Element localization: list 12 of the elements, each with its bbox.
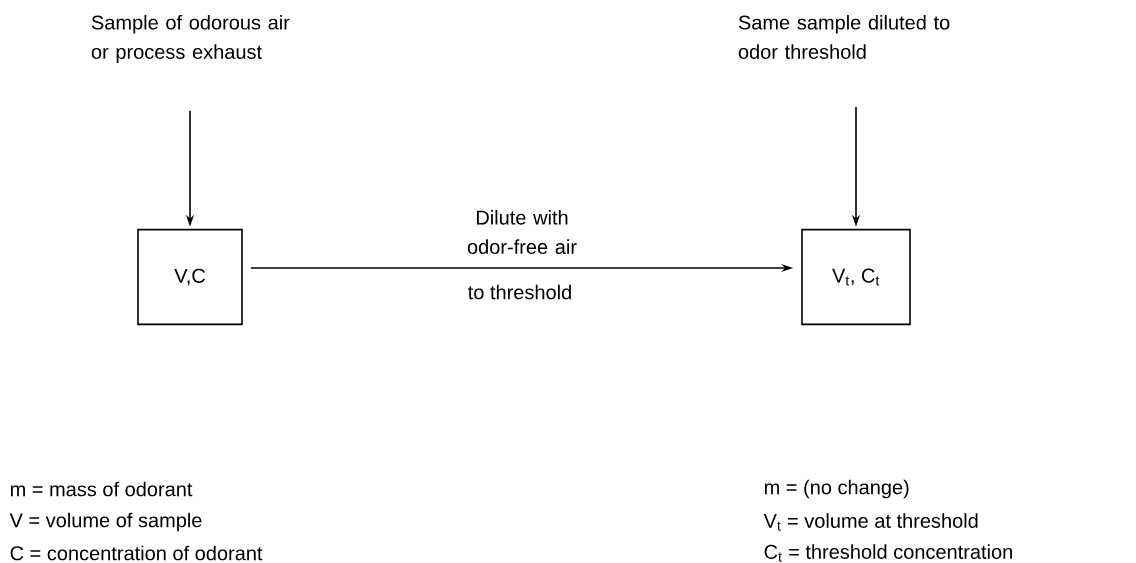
legend-text: to threshold xyxy=(468,284,571,300)
edge-label: Dilute with odor-free air xyxy=(467,210,577,254)
legend-text: C = concentration of odorant xyxy=(10,545,263,561)
legend-text: m = (no change) xyxy=(764,479,909,499)
legend-text: m = mass of odorant xyxy=(10,481,193,497)
caption-text: Sample of odorous air or process exhaust xyxy=(91,14,290,63)
legend-text: V$_{t}$ = volume at threshold xyxy=(763,513,978,531)
legend-text: C$_{t}$ = threshold concentration xyxy=(764,544,1012,562)
legend-text: V = volume of sample xyxy=(9,512,202,532)
caption-text: Same sample diluted to odor threshold xyxy=(738,14,950,59)
process-box: V$_{t}$, C$_{t}$ xyxy=(801,228,911,326)
process-box: V,C xyxy=(137,228,243,326)
